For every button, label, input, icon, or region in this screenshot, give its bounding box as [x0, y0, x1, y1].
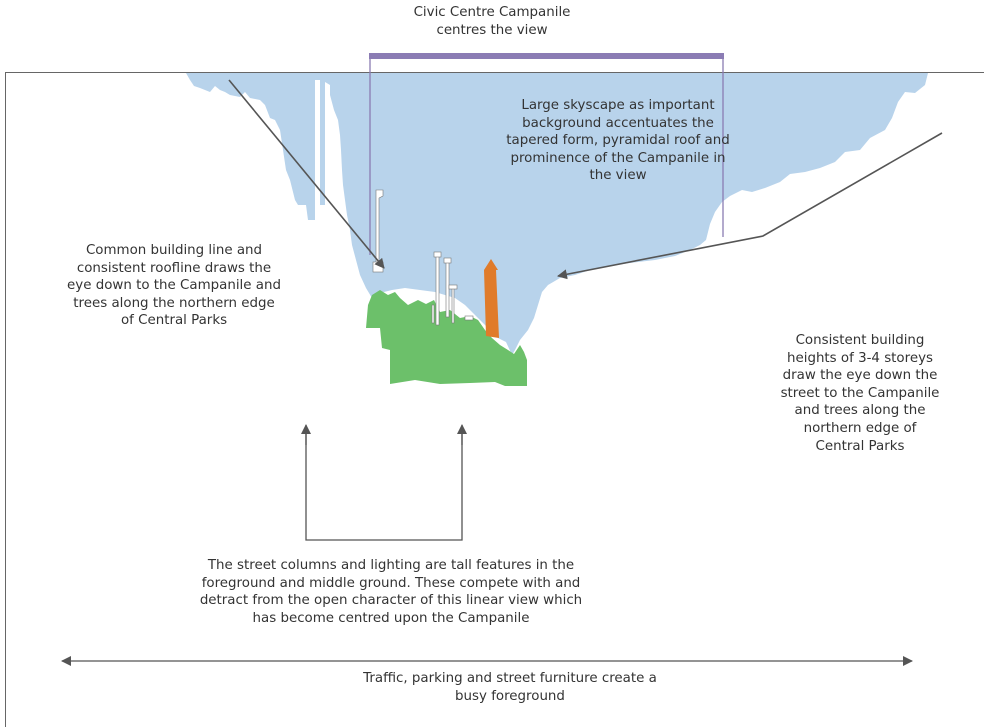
campanile-tower: [484, 259, 499, 338]
building-heights-arrow: [557, 132, 943, 280]
campanile-title-label: Civic Centre Campanile centres the view: [413, 5, 571, 38]
building-line-label: Common building line and consistent roof…: [67, 243, 281, 329]
street-columns-bracket: [305, 430, 463, 541]
light-post-head-left: [372, 261, 384, 273]
building-heights-label: Consistent building heights of 3-4 store…: [780, 333, 940, 454]
trees-silhouette: [366, 290, 527, 386]
campanile-focus-bar: [369, 53, 724, 59]
view-frame: [5, 72, 984, 727]
building-line-arrow: [228, 79, 385, 269]
street-columns-label: The street columns and lighting are tall…: [199, 558, 583, 626]
sky-silhouette: [186, 73, 928, 355]
street-lights: [431, 251, 474, 326]
foreground-label: Traffic, parking and street furniture cr…: [363, 671, 657, 704]
skyscape-label: Large skyscape as important background a…: [506, 98, 730, 184]
